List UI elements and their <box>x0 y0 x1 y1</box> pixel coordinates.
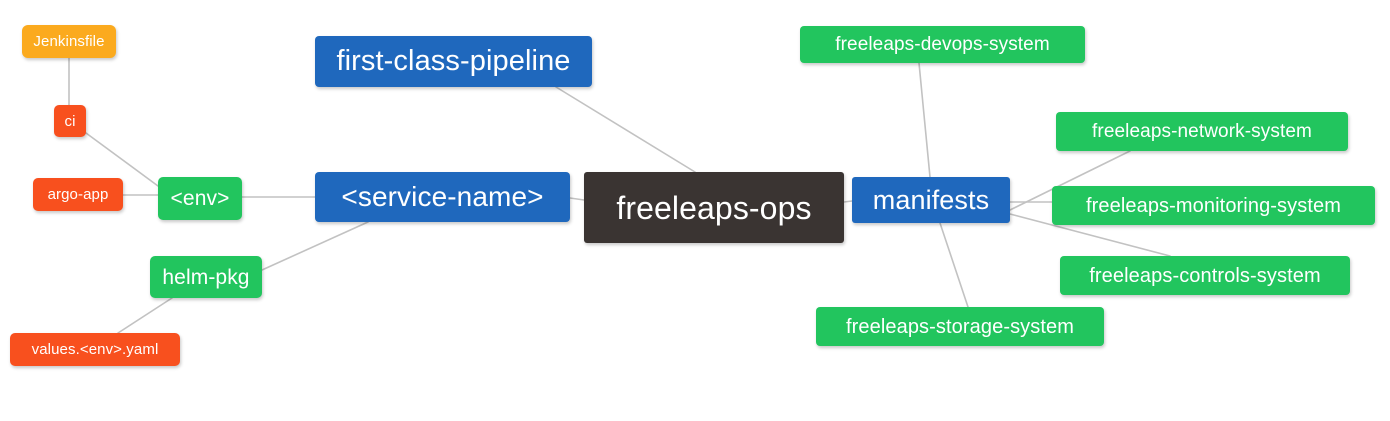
mindmap-node-freeleaps-storage-system[interactable]: freeleaps-storage-system <box>816 307 1104 346</box>
mindmap-node-ci[interactable]: ci <box>54 105 86 137</box>
mindmap-node-manifests[interactable]: manifests <box>852 177 1010 223</box>
mindmap-node-freeleaps-monitoring-system[interactable]: freeleaps-monitoring-system <box>1052 186 1375 225</box>
mindmap-node-values-yaml[interactable]: values.<env>.yaml <box>10 333 180 366</box>
edge-root-service-name <box>569 197 585 201</box>
mindmap-node-argo-app[interactable]: argo-app <box>33 178 123 211</box>
mindmap-node-freeleaps-devops-system[interactable]: freeleaps-devops-system <box>800 26 1085 63</box>
edge-pipeline-root <box>555 86 696 173</box>
mindmap-node-freeleaps-controls-system[interactable]: freeleaps-controls-system <box>1060 256 1350 295</box>
mindmap-node-env[interactable]: <env> <box>158 177 242 220</box>
mindmap-node-freeleaps-network-system[interactable]: freeleaps-network-system <box>1056 112 1348 151</box>
edge-manifests-storage <box>939 222 969 308</box>
edge-root-manifests <box>843 200 853 203</box>
mindmap-node-jenkinsfile[interactable]: Jenkinsfile <box>22 25 116 58</box>
mindmap-node-helm-pkg[interactable]: helm-pkg <box>150 256 262 298</box>
mindmap-node-freeleaps-ops[interactable]: freeleaps-ops <box>584 172 844 243</box>
mindmap-node-first-class-pipeline[interactable]: first-class-pipeline <box>315 36 592 87</box>
edge-manifests-devops <box>918 62 931 178</box>
mindmap-node-service-name[interactable]: <service-name> <box>315 172 570 222</box>
edge-service-helm <box>261 221 369 271</box>
edge-helm-values <box>117 297 173 334</box>
